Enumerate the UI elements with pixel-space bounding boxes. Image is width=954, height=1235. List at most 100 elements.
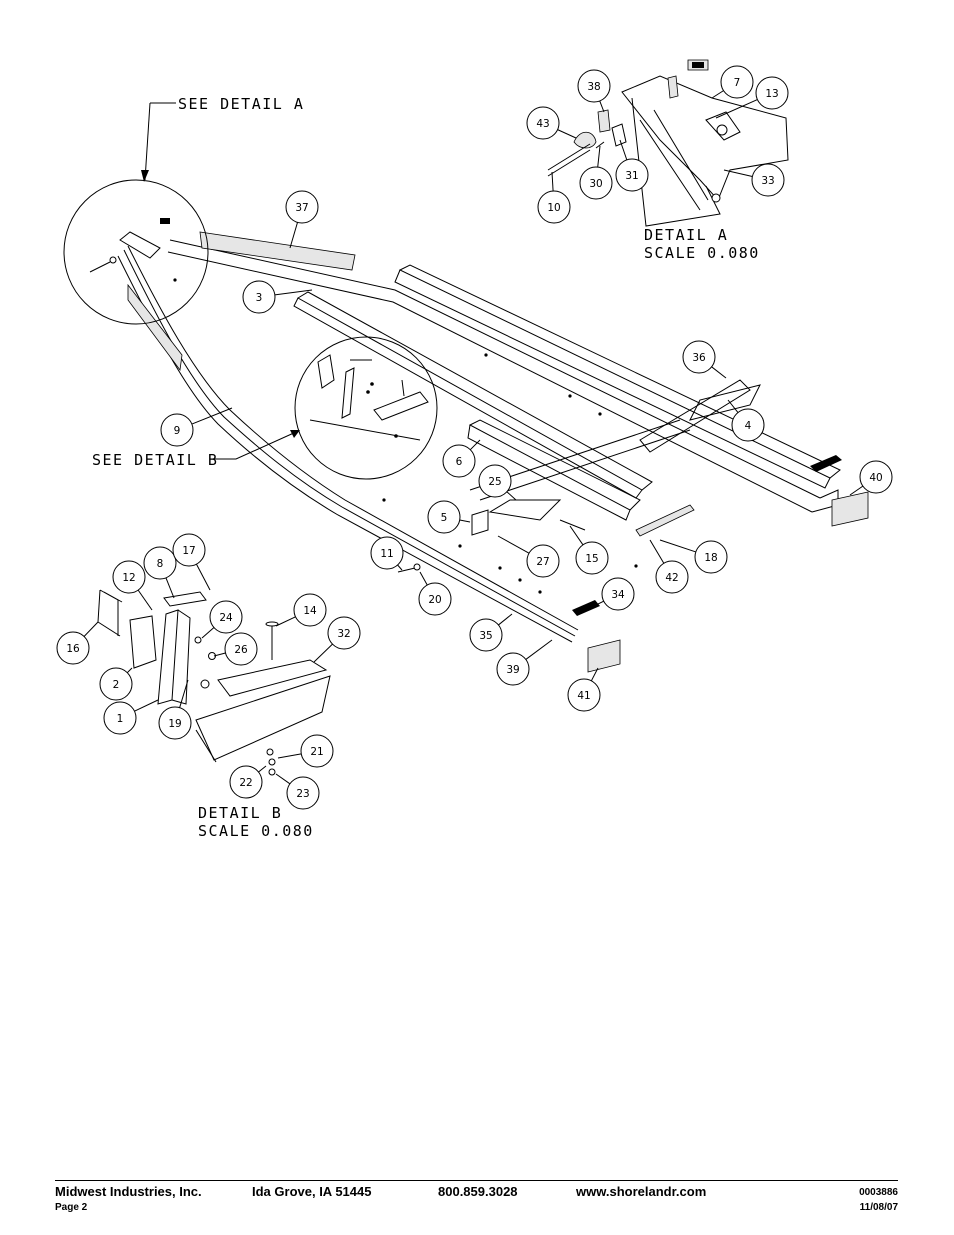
callout-number: 11 xyxy=(380,548,393,560)
callout-bubble xyxy=(242,280,276,314)
callout-bubble xyxy=(567,678,601,712)
callout-number: 19 xyxy=(168,718,181,730)
callout-41: 41 xyxy=(567,667,601,712)
callout-36: 36 xyxy=(682,340,727,379)
callout-leader xyxy=(723,169,753,177)
callout-number: 34 xyxy=(611,589,625,601)
callout-number: 4 xyxy=(745,420,752,432)
footer-doc-number: 0003886 xyxy=(859,1187,898,1198)
callout-number: 25 xyxy=(488,476,501,488)
callout-bubble xyxy=(160,413,194,447)
callout-leader xyxy=(469,439,481,451)
callout-19: 19 xyxy=(158,679,192,740)
callout-43: 43 xyxy=(526,106,577,140)
callout-bubble xyxy=(158,706,192,740)
detail-b-title: DETAIL B xyxy=(198,804,282,822)
callout-20: 20 xyxy=(418,571,452,616)
detail-a-circle: SEE DETAIL A xyxy=(63,95,304,325)
callout-bubble xyxy=(537,190,571,224)
callout-leader xyxy=(313,643,333,663)
callout-number: 21 xyxy=(310,746,323,758)
callout-number: 20 xyxy=(428,594,441,606)
callout-number: 42 xyxy=(665,572,678,584)
callout-number: 35 xyxy=(479,630,492,642)
callout-33: 33 xyxy=(723,163,785,197)
callout-number: 2 xyxy=(113,679,120,691)
callout-number: 22 xyxy=(239,777,252,789)
callout-leader xyxy=(275,773,291,785)
footer-location: Ida Grove, IA 51445 xyxy=(252,1184,372,1199)
callout-3: 3 xyxy=(242,280,313,314)
callout-bubble xyxy=(694,540,728,574)
callout-bubble xyxy=(720,65,754,99)
callout-bubble xyxy=(859,460,893,494)
callout-number: 33 xyxy=(761,175,774,187)
callout-bubble xyxy=(526,544,560,578)
detail-a-scale: SCALE 0.080 xyxy=(644,244,760,262)
callout-1: 1 xyxy=(103,699,159,735)
footer-company: Midwest Industries, Inc. xyxy=(55,1184,202,1199)
callout-bubble xyxy=(751,163,785,197)
callout-number: 40 xyxy=(869,472,882,484)
footer-page: Page 2 xyxy=(55,1202,88,1213)
callout-number: 23 xyxy=(296,788,309,800)
callout-bubble xyxy=(112,560,146,594)
callout-bubble xyxy=(143,546,177,580)
callout-leader xyxy=(599,100,605,113)
callout-31: 31 xyxy=(615,139,649,192)
callout-leader xyxy=(597,145,601,168)
detail-b-circle: SEE DETAIL B xyxy=(92,336,438,480)
callout-leader xyxy=(551,171,554,192)
callout-14: 14 xyxy=(275,593,327,627)
callout-layer: 1234567891011121314151617181920212223242… xyxy=(56,65,893,810)
callout-9: 9 xyxy=(160,407,233,447)
callout-34: 34 xyxy=(593,577,635,611)
callout-bubble xyxy=(579,166,613,200)
callout-leader xyxy=(179,679,189,708)
callout-bubble xyxy=(293,593,327,627)
callout-bubble xyxy=(418,582,452,616)
callout-number: 30 xyxy=(589,178,602,190)
callout-40: 40 xyxy=(849,460,893,496)
callout-6: 6 xyxy=(442,439,481,478)
callout-18: 18 xyxy=(659,539,728,574)
callout-bubble xyxy=(682,340,716,374)
footer-date: 11/08/07 xyxy=(859,1202,898,1213)
callout-leader xyxy=(525,639,553,660)
callout-number: 6 xyxy=(456,456,463,468)
callout-number: 17 xyxy=(182,545,195,557)
callout-number: 37 xyxy=(295,202,308,214)
callout-leader xyxy=(201,627,215,639)
callout-leader xyxy=(498,613,513,626)
see-detail-a-label: SEE DETAIL A xyxy=(178,95,304,113)
callout-bubble xyxy=(285,190,319,224)
callout-leader xyxy=(289,222,298,249)
callout-22: 22 xyxy=(229,765,267,799)
callout-2: 2 xyxy=(99,667,133,701)
callout-number: 38 xyxy=(587,81,600,93)
callout-bubble xyxy=(755,76,789,110)
footer-phone: 800.859.3028 xyxy=(438,1184,518,1199)
callout-16: 16 xyxy=(56,621,99,665)
callout-leader xyxy=(137,589,153,611)
callout-42: 42 xyxy=(649,539,689,594)
callout-37: 37 xyxy=(285,190,319,249)
detail-b-scale: SCALE 0.080 xyxy=(198,822,314,840)
callout-bubble xyxy=(209,600,243,634)
page-footer: Midwest Industries, Inc. Ida Grove, IA 5… xyxy=(55,1180,898,1213)
callout-15: 15 xyxy=(569,525,609,575)
callout-bubble xyxy=(370,536,404,570)
callout-bubble xyxy=(99,667,133,701)
callout-number: 9 xyxy=(174,425,181,437)
callout-bubble xyxy=(229,765,263,799)
callout-leader xyxy=(711,366,727,379)
callout-leader xyxy=(134,699,159,712)
callout-30: 30 xyxy=(579,145,613,200)
callout-leader xyxy=(275,616,296,627)
callout-leader xyxy=(590,667,599,682)
callout-24: 24 xyxy=(201,600,243,639)
callout-leader xyxy=(506,491,517,501)
callout-bubble xyxy=(577,69,611,103)
